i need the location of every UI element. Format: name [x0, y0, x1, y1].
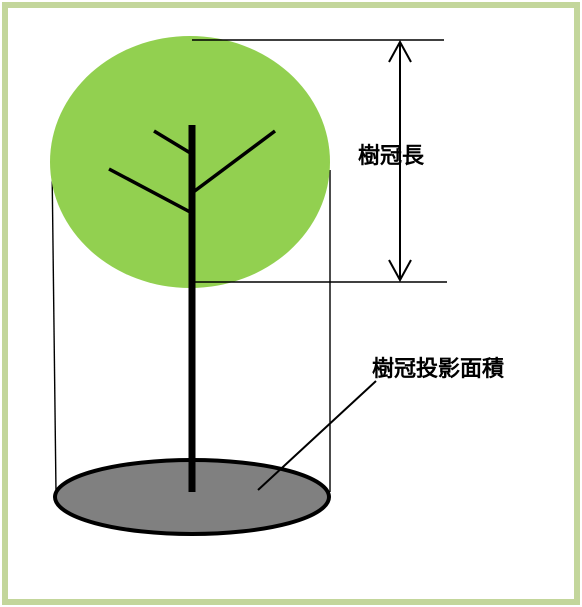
- crown-length-label: 樹冠長: [358, 143, 425, 169]
- branch-right: [190, 129, 277, 195]
- branch-lower-left: [108, 167, 193, 215]
- crown-length-arrow-top-head: [388, 39, 412, 63]
- crown-projection-area-label: 樹冠投影面積: [372, 356, 505, 382]
- crown-length-arrow-bottom-head: [388, 259, 412, 283]
- projection-area-leader-line: [257, 380, 377, 491]
- branch-upper-left: [153, 129, 193, 156]
- left-projection-line: [51, 162, 57, 493]
